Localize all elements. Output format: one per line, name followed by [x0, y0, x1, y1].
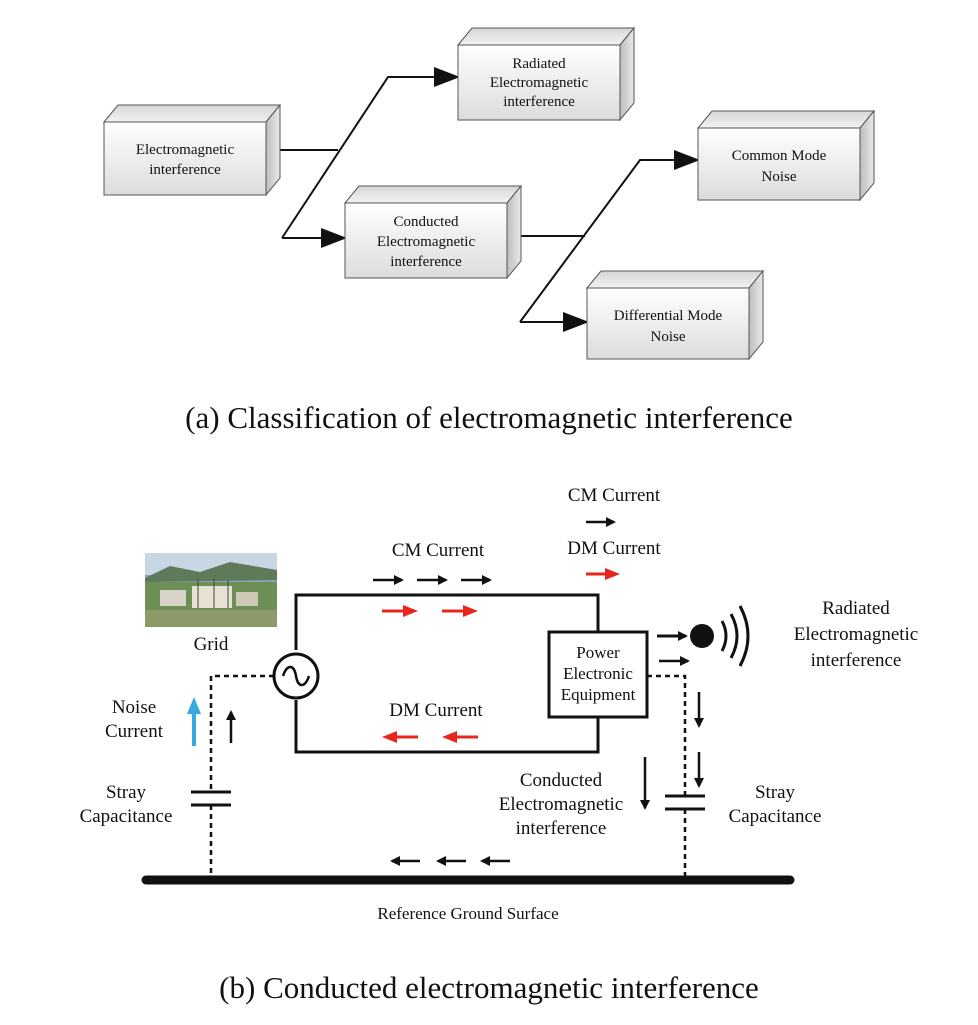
legend-dm-arrow: [586, 568, 620, 580]
main-circuit: [294, 593, 600, 754]
stray-right-line2: Capacitance: [729, 806, 822, 827]
grid-label: Grid: [194, 634, 229, 655]
box-radiated: Radiated Electromagnetic interference: [456, 26, 636, 122]
radiated-line2: Electromagnetic: [794, 624, 919, 645]
stray-right-line1: Stray: [755, 782, 796, 803]
equipment-line3: Equipment: [561, 685, 636, 704]
conducted-line1: Conducted: [520, 770, 603, 791]
box-differential-mode-line1: Differential Mode: [614, 308, 723, 324]
box-conducted-line2: Electromagnetic: [377, 234, 476, 250]
equipment-line2: Electronic: [563, 664, 633, 683]
box-conducted: Conducted Electromagnetic interference: [343, 184, 523, 280]
part-b-conducted: CM Current DM Current Grid: [80, 485, 919, 1005]
equipment-line1: Power: [576, 643, 620, 662]
top-cm-label: CM Current: [392, 540, 485, 561]
radiated-line3: interference: [811, 650, 902, 671]
conducted-line2: Electromagnetic: [499, 794, 624, 815]
box-emi-line1: Electromagnetic: [136, 142, 235, 158]
box-emi-line2: interference: [149, 162, 221, 178]
dm-current-arrows-top: [382, 605, 478, 617]
noise-current-line1: Noise: [112, 697, 156, 718]
box-conducted-line3: interference: [390, 254, 462, 270]
box-differential-mode: Differential Mode Noise: [585, 269, 765, 361]
classification-connectors: [280, 67, 700, 332]
box-conducted-line1: Conducted: [394, 214, 459, 230]
stray-left-line1: Stray: [106, 782, 147, 803]
conducted-line3: interference: [516, 818, 607, 839]
box-common-mode-line2: Noise: [762, 169, 797, 185]
part-a-classification: Electromagnetic interference Radiated El…: [102, 26, 876, 435]
ac-source-icon: [272, 652, 320, 700]
right-stray-path: [647, 674, 687, 878]
legend-dm-label: DM Current: [567, 538, 661, 559]
noise-current-line2: Current: [105, 721, 164, 742]
box-emi: Electromagnetic interference: [102, 103, 282, 197]
power-electronic-equipment: Power Electronic Equipment: [547, 630, 649, 719]
bottom-dm-label: DM Current: [389, 700, 483, 721]
ground-label: Reference Ground Surface: [377, 904, 558, 923]
grid-photo: [145, 553, 277, 627]
noise-current-arrow: [187, 697, 201, 746]
box-differential-mode-line2: Noise: [651, 329, 686, 345]
left-stray-path: [209, 674, 274, 878]
box-common-mode: Common Mode Noise: [696, 109, 876, 202]
stray-left-line2: Capacitance: [80, 806, 173, 827]
box-radiated-line1: Radiated: [512, 56, 566, 72]
left-stray-capacitor-icon: [191, 790, 231, 807]
box-radiated-line3: interference: [503, 94, 575, 110]
dm-current-arrows-bottom: [382, 731, 478, 743]
right-stray-capacitor-icon: [665, 794, 705, 811]
radiated-line1: Radiated: [822, 598, 890, 619]
caption-b: (b) Conducted electromagnetic interferen…: [219, 970, 759, 1005]
legend-cm-label: CM Current: [568, 485, 661, 506]
box-radiated-line2: Electromagnetic: [490, 75, 589, 91]
caption-a: (a) Classification of electromagnetic in…: [185, 400, 793, 435]
radiation-icon: [657, 605, 750, 667]
box-common-mode-line1: Common Mode: [732, 148, 827, 164]
